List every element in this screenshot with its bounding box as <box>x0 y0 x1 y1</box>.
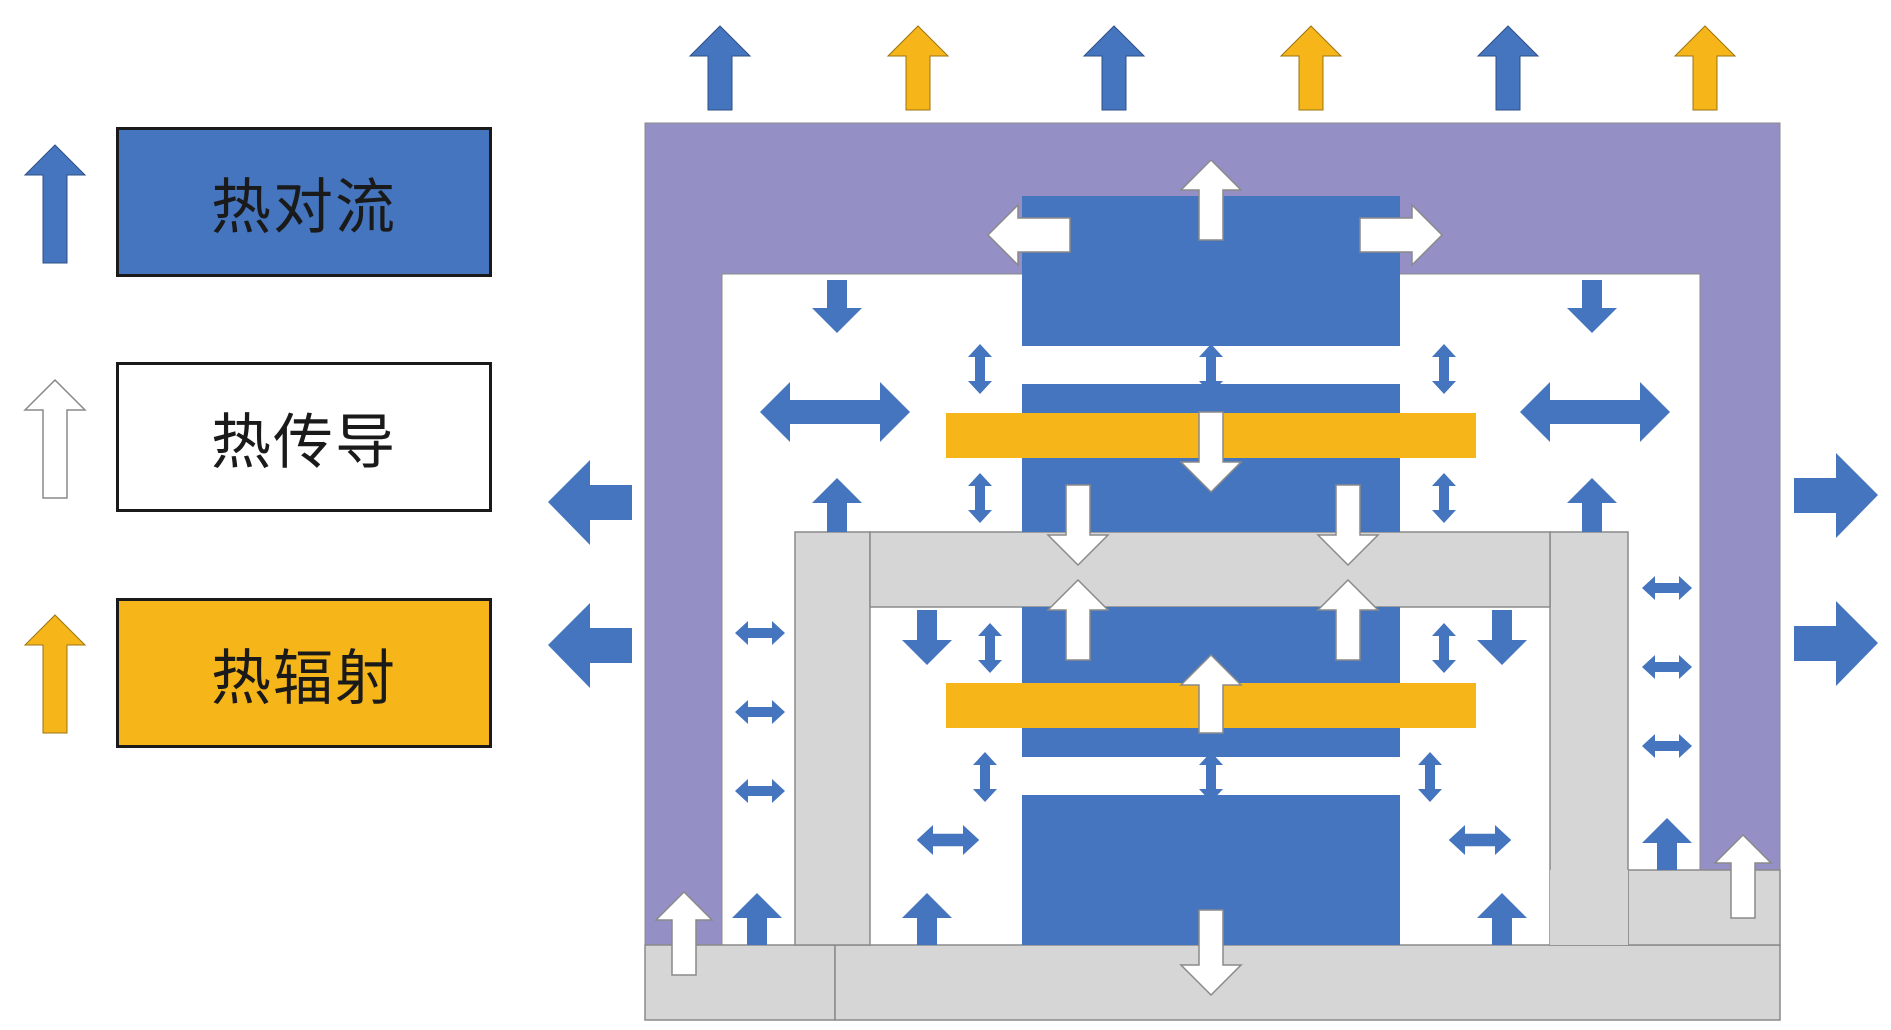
side-convection-arrows <box>548 453 1878 688</box>
legend-conduction-arrow <box>23 378 87 499</box>
legend-conduction-label: 热传导 <box>211 407 397 478</box>
legend-convection-arrow <box>23 144 87 264</box>
legend-radiation-arrow <box>23 614 87 734</box>
conduction-arrows <box>654 158 1773 997</box>
inner-convection-arrows <box>732 280 1692 945</box>
legend-arrows <box>23 144 87 734</box>
legend-convection-label: 热对流 <box>211 172 397 243</box>
legend-conduction: 热传导 <box>116 362 492 512</box>
legend-radiation-label: 热辐射 <box>211 643 397 714</box>
top-arrows <box>689 25 1736 111</box>
legend-radiation: 热辐射 <box>116 598 492 748</box>
legend-convection: 热对流 <box>116 127 492 277</box>
